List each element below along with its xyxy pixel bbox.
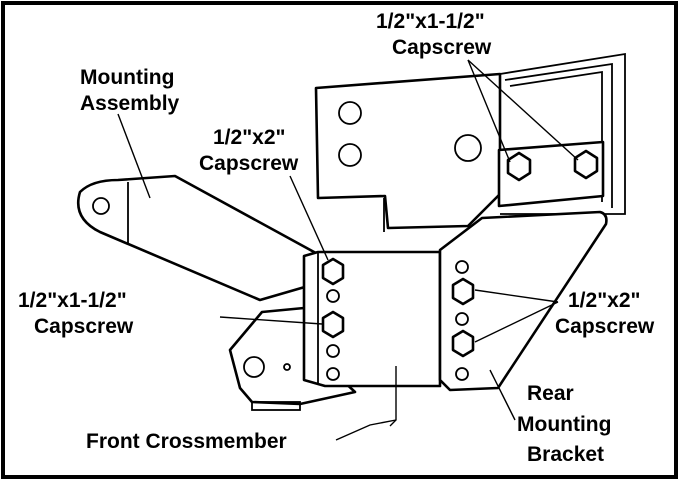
hex-bolt-icon <box>451 329 475 358</box>
leader-lines <box>117 59 579 441</box>
label-right-capscrew-size: 1/2"x2" <box>568 289 640 312</box>
mounting-assembly <box>76 174 327 302</box>
hex-bolt-icon <box>321 310 345 339</box>
label-right-capscrew-word: Capscrew <box>555 315 655 338</box>
label-mounting-assembly-line2: Assembly <box>80 92 180 115</box>
label-rear-line3: Bracket <box>527 443 604 466</box>
label-front-crossmember: Front Crossmember <box>86 430 287 453</box>
hex-bolt-icon <box>321 257 345 286</box>
front-crossmember <box>228 250 442 411</box>
label-top-capscrew-size: 1/2"x1-1/2" <box>376 10 485 33</box>
label-top-capscrew-word: Capscrew <box>392 36 492 59</box>
label-left-capscrew-size: 1/2"x1-1/2" <box>18 289 127 312</box>
upper-channel-bracket <box>314 52 626 232</box>
label-rear-line1: Rear <box>527 382 574 405</box>
hex-bolt-icon <box>451 277 475 306</box>
label-mid-capscrew-size: 1/2"x2" <box>213 126 285 149</box>
rear-mounting-bracket <box>438 210 608 392</box>
hex-bolt-icon <box>506 151 532 182</box>
label-mid-capscrew-word: Capscrew <box>199 152 299 175</box>
label-rear-line2: Mounting <box>517 413 611 436</box>
label-mounting-assembly-line1: Mounting <box>80 66 174 89</box>
label-left-capscrew-word: Capscrew <box>34 315 134 338</box>
hex-bolt-icon <box>573 149 599 180</box>
capscrew-plate <box>497 140 605 208</box>
